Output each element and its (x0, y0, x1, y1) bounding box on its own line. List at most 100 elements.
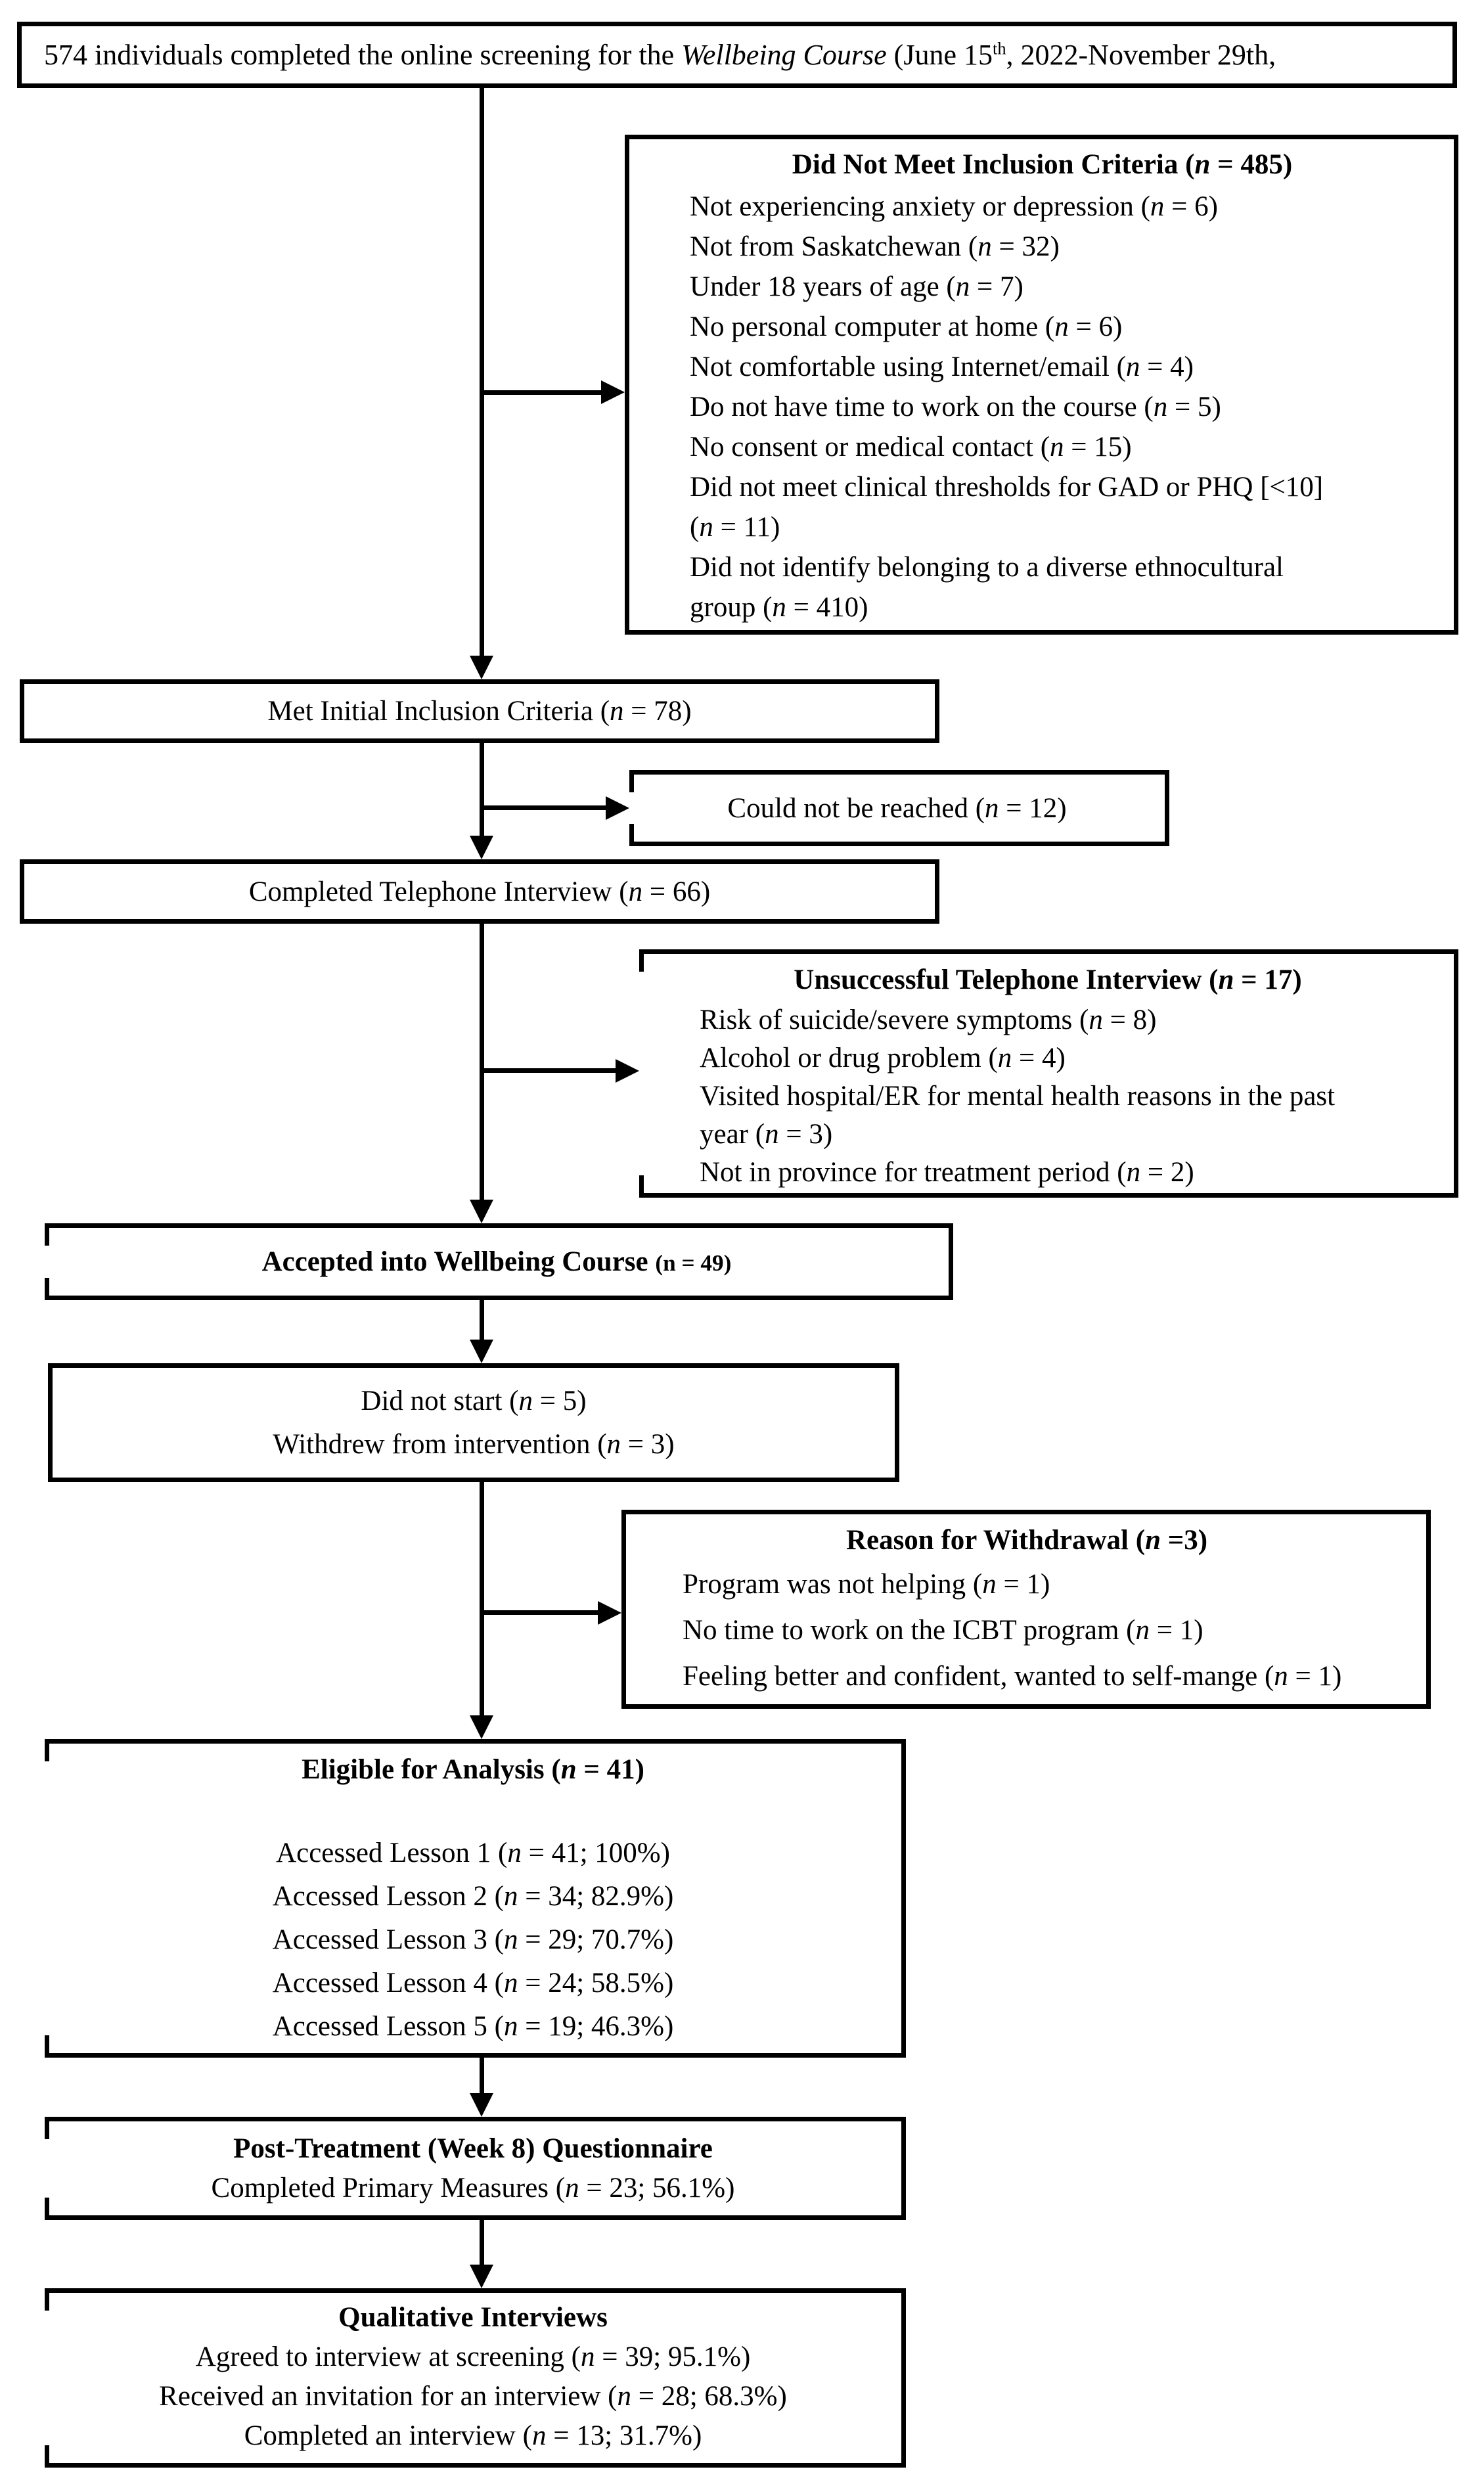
exclusion-item: group (n = 410) (690, 587, 1434, 627)
italic-n: n (982, 1569, 997, 1600)
italic-n: n (985, 792, 999, 824)
italic-n: n (1050, 432, 1064, 463)
exclusion-item: Risk of suicide/severe symptoms (n = 8) (700, 1001, 1435, 1039)
italic-n: n (955, 271, 970, 302)
italic-n: n (1089, 1005, 1103, 1035)
title-main: Accepted into Wellbeing Course (261, 1246, 656, 1277)
arrowhead-down-to-telephone (470, 836, 493, 859)
text-post: = 5) (1167, 392, 1221, 422)
arrowhead-down-to-post-treatment (470, 2093, 493, 2117)
text-pre: Withdrew from intervention ( (273, 1428, 607, 1460)
text-pre: No time to work on the ICBT program ( (683, 1615, 1136, 1646)
text-post: = 1) (1150, 1615, 1203, 1646)
text-post: = 2) (1140, 1157, 1194, 1188)
text-post: = 34; 82.9%) (518, 1881, 674, 1912)
exclusion-item: (n = 11) (690, 507, 1434, 547)
text-pre: Alcohol or drug problem ( (700, 1043, 998, 1074)
italic-n: n (617, 2381, 631, 2412)
italic-n: n (1274, 1661, 1288, 1692)
italic-n: n (565, 2172, 579, 2204)
italic-n: n (560, 1754, 577, 1785)
text-post: = 4) (1012, 1043, 1066, 1074)
text-post: = 66) (642, 876, 711, 907)
title-pre: Eligible for Analysis ( (302, 1754, 561, 1785)
text-pre: Did not meet clinical thresholds for GAD… (690, 472, 1324, 503)
text-pre: Not comfortable using Internet/email ( (690, 351, 1126, 382)
italic-n: n (1126, 1157, 1141, 1188)
flow-line-screening-to-met (480, 87, 484, 656)
italic-n: n (699, 512, 713, 543)
exclusion-item: Not experiencing anxiety or depression (… (690, 187, 1434, 227)
italic-n: n (518, 1385, 533, 1416)
italic-n: n (1145, 1525, 1161, 1556)
text-pre: Received an invitation for an interview … (159, 2381, 618, 2412)
italic-n: n (580, 2341, 595, 2372)
box-title: Qualitative Interviews (45, 2298, 901, 2338)
text-pre: Agreed to interview at screening ( (195, 2341, 581, 2372)
text-post: = 410) (786, 592, 868, 623)
box-title: Unsuccessful Telephone Interview (n = 17… (660, 959, 1435, 1001)
exclusion-item: Did not identify belonging to a diverse … (690, 547, 1434, 587)
text-pre: Do not have time to work on the course ( (690, 392, 1154, 422)
interview-item: Agreed to interview at screening (n = 39… (45, 2338, 901, 2377)
text-pre: Not experiencing anxiety or depression ( (690, 191, 1150, 222)
arrowhead-right-to-unsuccessful (616, 1059, 639, 1083)
lesson-access-item: Accessed Lesson 1 (n = 41; 100%) (45, 1832, 901, 1875)
exclusion-item: Not in province for treatment period (n … (700, 1154, 1435, 1192)
box-title: Reason for Withdrawal (n =3) (643, 1520, 1410, 1562)
interview-item: Received an invitation for an interview … (45, 2377, 901, 2416)
text-post: = 78) (623, 696, 692, 727)
withdrawal-item: Feeling better and confident, wanted to … (683, 1654, 1410, 1700)
lesson-access-item: Accessed Lesson 3 (n = 29; 70.7%) (45, 1918, 901, 1962)
text-pre: Accessed Lesson 4 ( (272, 1968, 504, 1999)
text-pre: Completed Primary Measures ( (211, 2172, 566, 2204)
text-pre: Under 18 years of age ( (690, 271, 956, 302)
box-qualitative-interviews: Qualitative Interviews Agreed to intervi… (45, 2288, 906, 2468)
box-online-screening: 574 individuals completed the online scr… (17, 22, 1457, 88)
title-pre: Unsuccessful Telephone Interview ( (794, 964, 1219, 995)
text-pre: Did not start ( (361, 1385, 519, 1416)
box-title: Eligible for Analysis (n = 41) (45, 1749, 901, 1791)
arrowhead-down-to-eligible (470, 1715, 493, 1739)
title-text: Qualitative Interviews (338, 2302, 608, 2333)
withdrawal-item: Program was not helping (n = 1) (683, 1562, 1410, 1608)
text-post: = 23; 56.1%) (579, 2172, 735, 2204)
text-pre: Accessed Lesson 2 ( (272, 1881, 504, 1912)
lesson-access-item: Accessed Lesson 4 (n = 24; 58.5%) (45, 1962, 901, 2005)
italic-n: n (1125, 351, 1140, 382)
text-post: = 8) (1102, 1005, 1157, 1035)
text-post: = 6) (1164, 191, 1218, 222)
exclusion-item: Under 18 years of age (n = 7) (690, 267, 1434, 307)
arrowhead-down-to-qualitative (470, 2265, 493, 2288)
arrowhead-right-to-withdrawal-reason (598, 1601, 621, 1625)
title-pre: Did Not Meet Inclusion Criteria ( (792, 149, 1195, 180)
text-pre: 574 individuals completed the online scr… (44, 39, 682, 71)
exclusion-item: Did not meet clinical thresholds for GAD… (690, 467, 1434, 507)
text-pre: ( (690, 512, 700, 543)
text-post: = 28; 68.3%) (631, 2381, 787, 2412)
ordinal-superscript: th (992, 38, 1006, 58)
box-completed-telephone-interview: Completed Telephone Interview (n = 66) (20, 859, 939, 924)
text-pre: Not from Saskatchewan ( (690, 231, 978, 262)
box-met-initial-criteria: Met Initial Inclusion Criteria (n = 78) (20, 679, 939, 743)
text-mid: (June 15 (886, 39, 993, 71)
italic-n: n (503, 1881, 518, 1912)
title-post: = 485) (1210, 149, 1293, 180)
exclusion-item: No personal computer at home (n = 6) (690, 307, 1434, 347)
text-line: Met Initial Inclusion Criteria (n = 78) (24, 695, 935, 727)
italic-n: n (978, 231, 992, 262)
text-post: = 24; 58.5%) (518, 1968, 674, 1999)
italic-n: n (1153, 392, 1168, 422)
text-post: = 13; 31.7%) (546, 2420, 702, 2451)
text-post: = 15) (1064, 432, 1132, 463)
flow-line-accepted-to-did-not-start (480, 1300, 484, 1340)
flow-branch-to-unsuccessful (480, 1068, 616, 1073)
italic-n: n (628, 876, 643, 907)
italic-n: n (765, 1119, 779, 1150)
box-title: Did Not Meet Inclusion Criteria (n = 485… (650, 143, 1434, 187)
lesson-access-item: Accessed Lesson 5 (n = 19; 46.3%) (45, 2005, 901, 2048)
italic-n: n (531, 2420, 547, 2451)
text-pre: Met Initial Inclusion Criteria ( (267, 696, 610, 727)
italic-n: n (997, 1043, 1012, 1074)
